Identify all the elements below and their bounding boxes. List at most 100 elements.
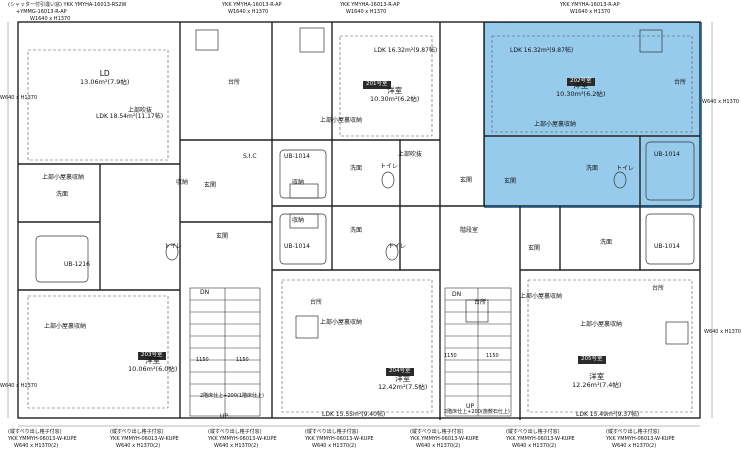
plan-label-0: LDK 16.32m²(9.87帖) [374,47,438,54]
bottom-spec-17: W640 x H1370(2) [512,443,557,449]
plan-label-27: 洗面 [586,165,599,172]
bottom-spec-1: YKK YMMYH-06013-W-KUPE [8,436,77,442]
plan-label-3: LDK 15.55m²(9.40帖) [322,411,386,418]
plan-label-1: LDK 16.32m²(9.87帖) [510,47,574,54]
unit-tag-2: 203号室 [138,352,166,360]
plan-label-50: 1150 [486,353,499,359]
plan-label-36: 玄関 [216,233,229,240]
top-spec-8: W1640 x H1370 [570,9,611,15]
plan-label-26: 洗面 [350,227,363,234]
plan-label-7: 台所 [310,299,323,306]
room-area: 10.30m²(6.2帖) [556,89,606,98]
plan-label-46: UP [466,403,475,410]
plan-label-31: トイレ [388,243,407,250]
plan-label-10: 上部吹抜 [128,107,153,114]
plan-label-8: 台所 [474,299,487,306]
bottom-spec-15: (縦すべり出し格子付窓) [506,429,560,435]
bottom-spec-11: W640 x H1370(2) [312,443,357,449]
bottom-spec-19: YKK YMMYH-06013-W-KUPE [606,436,675,442]
plan-label-24: 洗面 [56,191,69,198]
bottom-spec-16: YKK YMMYH-06013-W-KUPE [506,436,575,442]
room-name: 洋室 [395,374,411,383]
top-spec-3: YKK YMYHA-16013-R-AP [222,2,282,8]
plan-label-33: 玄関 [204,182,217,189]
unit-tag-3: 204号室 [386,368,414,376]
room-area: 10.06m²(6.0帖) [128,364,178,373]
bottom-spec-10: YKK YMMYH-06013-W-KUPE [305,436,374,442]
room-area: 13.06m²(7.9帖) [80,77,130,86]
plan-label-30: トイレ [164,243,183,250]
plan-label-44: DN [452,291,462,298]
plan-label-2: LDK 18.54m²(11.17帖) [96,113,164,120]
plan-label-42: 収納 [292,217,305,224]
bottom-spec-20: W640 x H1370(2) [612,443,657,449]
plan-label-6: 台所 [674,79,687,86]
highlighted-unit-202[interactable] [484,22,702,208]
bottom-spec-7: YKK YMMYH-06013-W-KUPE [208,436,277,442]
plan-label-41: 収納 [292,179,305,186]
room-name: 洋室 [589,372,605,381]
plan-label-40: 収納 [176,179,189,186]
plan-label-4: LDK 15.49m²(9.37帖) [576,411,640,418]
bottom-spec-6: (縦すべり出し格子付窓) [208,429,262,435]
bottom-spec-18: (縦すべり出し格子付窓) [606,429,660,435]
bottom-spec-2: W640 x H1370(2) [14,443,59,449]
plan-label-15: 上部小屋裏収納 [320,319,363,326]
plan-label-28: 洗面 [600,239,613,246]
room-name: 洋室 [145,356,161,365]
bottom-spec-5: W640 x H1370(2) [116,443,161,449]
plan-label-25: 洗面 [350,165,363,172]
unit-tag-1: 202号室 [567,78,595,86]
top-spec-2: W1640 x H1370 [30,16,71,22]
bottom-spec-9: (縦すべり出し格子付窓) [305,429,359,435]
top-spec-4: W1640 x H1370 [228,9,269,15]
plan-label-16: 上部小屋裏収納 [520,293,563,300]
floor-plan-walls [7,21,713,427]
top-spec-6: W1640 x H1370 [346,9,387,15]
plan-label-18: 上部小屋裏収納 [44,323,87,330]
plan-label-54: W640 x H1370 [702,99,740,105]
bottom-spec-0: (縦すべり出し格子付窓) [8,429,62,435]
bottom-spec-12: (縦すべり出し格子付窓) [410,429,464,435]
unit-tag-0: 201号室 [363,81,391,89]
room-name: LD [99,69,110,78]
plan-label-17: 上部小屋裏収納 [580,321,623,328]
plan-label-19: UB-1014 [284,153,310,160]
plan-label-13: 上部小屋裏収納 [320,117,363,124]
bottom-spec-14: W640 x H1370(2) [416,443,461,449]
bottom-spec-13: YKK YMMYH-06013-W-KUPE [410,436,479,442]
plan-label-32: トイレ [616,165,635,172]
top-spec-1: +YMMG-16013-R-AP [16,9,67,15]
plan-label-29: トイレ [380,163,399,170]
bottom-spec-8: W640 x H1370(2) [214,443,259,449]
plan-label-47: 1150 [196,357,209,363]
plan-label-38: 階段室 [460,227,479,234]
top-spec-0: (シャッター付引違い窓) YKK YMYHA-16013-RS2W [8,2,127,8]
room-area: 10.30m²(6.2帖) [370,94,420,103]
plan-label-11: 上部吹抜 [398,151,423,158]
bottom-spec-3: (縦すべり出し格子付窓) [110,429,164,435]
unit-tag-4: 205号室 [578,356,606,364]
top-spec-5: YKK YMYHA-16013-R-AP [340,2,400,8]
plan-label-48: 1150 [236,357,249,363]
top-spec-7: YKK YMYHA-16013-R-AP [560,2,620,8]
plan-label-20: UB-1014 [284,243,310,250]
plan-label-49: 1150 [444,353,457,359]
plan-label-52: 2階床仕上+200(施敷石仕上) [444,409,510,415]
plan-label-21: UB-1014 [654,151,680,158]
plan-label-56: W640 x H1370 [704,329,741,335]
room-name: 洋室 [573,81,589,90]
plan-label-14: 上部小屋裏収納 [42,174,85,181]
plan-label-43: DN [200,289,210,296]
plan-label-22: UB-1014 [654,243,680,250]
plan-label-39: S.I.C [243,153,257,160]
plan-label-37: 玄関 [528,245,541,252]
plan-label-9: 台所 [652,285,665,292]
